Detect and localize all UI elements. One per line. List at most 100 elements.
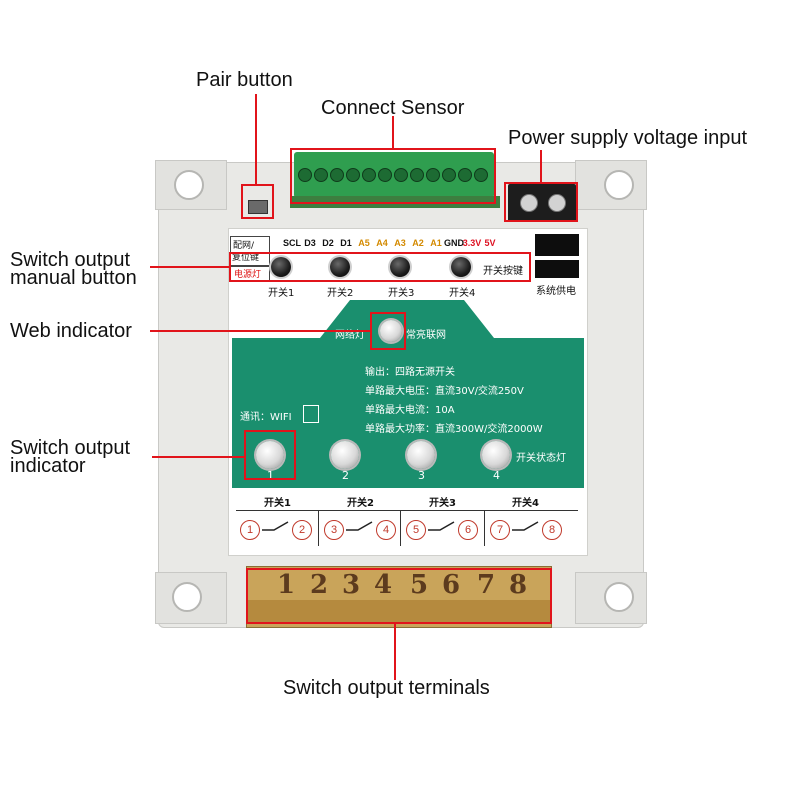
- output-indicator-led-1: [256, 441, 284, 469]
- spec-line-3: 单路最大电流：10A: [365, 405, 455, 416]
- sensor-screw: [442, 168, 456, 182]
- power-terminal-screw: [548, 194, 566, 212]
- manual-switch-label-1: 开关1: [268, 288, 295, 299]
- web-indicator-leader-line: [150, 330, 372, 332]
- screw-number-6: 6: [442, 570, 461, 600]
- mounting-hole: [174, 170, 204, 200]
- sensor-screw: [330, 168, 344, 182]
- terminal-group-label-2: 开关2: [347, 498, 374, 509]
- sensor-screw: [410, 168, 424, 182]
- pin-label-a3: A3: [394, 238, 406, 248]
- terminal-group-divider: [318, 510, 319, 546]
- callout-output-indicator-line1: Switch output: [10, 437, 131, 459]
- pin-label-d3: D3: [304, 238, 316, 248]
- pair-label-line2: 复位键: [232, 253, 260, 263]
- pin-label-d1: D1: [340, 238, 352, 248]
- terminal-diagram-area: [232, 488, 584, 552]
- sensor-screw: [474, 168, 488, 182]
- terminal-group-divider: [236, 510, 578, 511]
- network-led-label: 网络灯: [335, 330, 365, 341]
- wifi-box-icon: [303, 405, 319, 423]
- screw-number-2: 2: [310, 570, 329, 600]
- switch-symbols: [262, 521, 539, 531]
- pin-label-a1: A1: [430, 238, 442, 248]
- sensor-screw: [394, 168, 408, 182]
- switch-button-caption: 开关按键: [483, 266, 523, 277]
- terminal-group-divider: [400, 510, 401, 546]
- pin-label-a5: A5: [358, 238, 370, 248]
- screw-number-1: 1: [277, 570, 296, 600]
- spec-line-2: 单路最大电压：直流30V/交流250V: [365, 386, 524, 397]
- pin-label-5v: 5V: [484, 238, 496, 248]
- callout-manual-button-line2: manual button: [10, 267, 137, 289]
- manual-button-highlight: [229, 252, 531, 282]
- network-status-label: 常亮联网: [406, 330, 446, 341]
- output-terminals-highlight: [246, 568, 552, 624]
- pin-label-scl: SCL: [283, 238, 301, 248]
- mounting-hole: [604, 170, 634, 200]
- comm-label: 通讯：WIFI: [240, 412, 292, 423]
- indicator-number-2: 2: [342, 469, 349, 482]
- indicator-number-4: 4: [493, 469, 500, 482]
- pin-label-gnd: GND: [444, 238, 464, 248]
- power-terminal-screw: [520, 194, 538, 212]
- output-terminal-strip-shadow: [246, 600, 550, 624]
- power-window-top: [535, 234, 579, 256]
- spec-line-4: 单路最大功率：直流300W/交流2000W: [365, 424, 543, 435]
- callout-web-indicator: Web indicator: [10, 320, 132, 342]
- callout-power-supply: Power supply voltage input: [508, 127, 748, 149]
- terminal-number-5: 5: [406, 520, 426, 540]
- callout-manual-button-line1: Switch output: [10, 249, 131, 271]
- sensor-screw: [314, 168, 328, 182]
- callout-connect-sensor: Connect Sensor: [321, 97, 465, 119]
- pin-label-a2: A2: [412, 238, 424, 248]
- output-indicator-led-2: [331, 441, 359, 469]
- power-caption: 系统供电: [536, 286, 576, 297]
- manual-switch-button-4[interactable]: [451, 257, 471, 277]
- screw-number-4: 4: [374, 570, 393, 600]
- terminal-number-2: 2: [292, 520, 312, 540]
- terminal-number-1: 1: [240, 520, 260, 540]
- switch-symbol-4: [512, 521, 539, 531]
- pin-label-a4: A4: [376, 238, 388, 248]
- pair-button[interactable]: [248, 200, 268, 214]
- manual-switch-label-4: 开关4: [449, 288, 476, 299]
- pin-label-3-3v: 3.3V: [462, 238, 482, 248]
- pair-button-highlight: [241, 184, 274, 219]
- spec-line-1: 输出：四路无源开关: [365, 367, 455, 378]
- output-indicator-leader-line: [152, 456, 246, 458]
- terminal-number-4: 4: [376, 520, 396, 540]
- manual-switch-label-2: 开关2: [327, 288, 354, 299]
- terminals-leader-line: [394, 624, 396, 680]
- sensor-screw: [458, 168, 472, 182]
- manual-switch-button-1[interactable]: [271, 257, 291, 277]
- switch-symbol-1: [262, 521, 289, 531]
- sensor-screw: [362, 168, 376, 182]
- output-indicator-led-4: [482, 441, 510, 469]
- pair-label-box: [230, 236, 270, 266]
- callout-output-terminals: Switch output terminals: [283, 677, 490, 699]
- sensor-screw: [298, 168, 312, 182]
- indicator-number-1: 1: [267, 469, 274, 482]
- switch-symbol-3: [428, 521, 455, 531]
- pair-leader-line: [255, 94, 257, 186]
- screw-number-5: 5: [410, 570, 429, 600]
- web-indicator-highlight: [370, 312, 406, 350]
- screw-number-3: 3: [342, 570, 361, 600]
- manual-switch-button-3[interactable]: [390, 257, 410, 277]
- power-window-bottom: [535, 260, 579, 278]
- sensor-screw: [426, 168, 440, 182]
- manual-button-leader-line: [150, 266, 230, 268]
- terminal-number-7: 7: [490, 520, 510, 540]
- sensor-leader-line: [392, 116, 394, 150]
- pin-label-d2: D2: [322, 238, 334, 248]
- terminal-number-8: 8: [542, 520, 562, 540]
- sensor-screws: [298, 166, 494, 188]
- network-indicator-led: [380, 320, 402, 342]
- callout-output-indicator-line2: indicator: [10, 455, 86, 477]
- screw-number-8: 8: [509, 570, 528, 600]
- manual-switch-button-2[interactable]: [330, 257, 350, 277]
- terminal-group-divider: [484, 510, 485, 546]
- terminal-group-label-4: 开关4: [512, 498, 539, 509]
